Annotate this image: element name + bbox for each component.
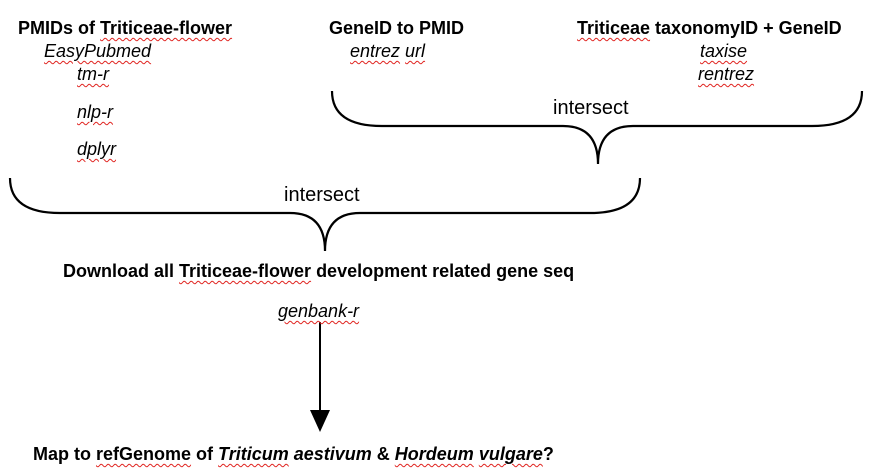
taxonomy-geneid-title: Triticeae taxonomyID + GeneID <box>577 19 842 37</box>
geneid-to-pmid-title: GeneID to PMID <box>329 18 465 38</box>
map-species-vulgare: vulgare <box>478 444 543 464</box>
download-taxon: Triticeae-flower <box>179 261 312 281</box>
tool-rentrez: rentrez <box>698 64 755 84</box>
tool-nlp-r: nlp-r <box>77 102 114 122</box>
map-genus-hordeum: Hordeum <box>394 444 474 464</box>
tool-dplyr: dplyr <box>77 139 117 159</box>
map-question-mark: ? <box>542 444 554 464</box>
tool-entrez: entrez <box>350 41 401 61</box>
taxonomy-title-taxon: Triticeae <box>577 18 651 38</box>
download-step: Download all Triticeae-flower developmen… <box>63 262 574 280</box>
pmids-title-taxon: Triticeae-flower <box>100 18 233 38</box>
tool-url: url <box>405 41 426 61</box>
lower-curly-brace <box>8 177 642 252</box>
map-species-aestivum: aestivum <box>293 444 372 464</box>
map-text-a: Map to <box>33 444 96 464</box>
download-text-a: Download all <box>63 261 180 281</box>
intersect-lower-label: intersect <box>284 184 360 206</box>
pmids-title-text: PMIDs of <box>18 18 101 38</box>
map-genus-triticum: Triticum <box>218 444 289 464</box>
map-text-and: & <box>371 444 395 464</box>
tool-taxise: taxise <box>700 41 748 61</box>
download-text-c: development related gene seq <box>311 261 575 281</box>
tool-entrez-url: entrez url <box>350 42 425 60</box>
map-text-of: of <box>191 444 219 464</box>
taxonomy-title-text: taxonomyID + GeneID <box>650 18 842 38</box>
tool-easypubmed: EasyPubmed <box>44 41 152 61</box>
map-step: Map to refGenome of Triticum aestivum & … <box>33 445 554 463</box>
arrow-head <box>310 410 330 432</box>
tool-tm-r: tm-r <box>77 64 109 84</box>
tool-genbank-r: genbank-r <box>278 301 360 321</box>
map-refgenome: refGenome <box>96 444 192 464</box>
pmids-title: PMIDs of Triticeae-flower <box>18 19 232 37</box>
upper-curly-brace <box>330 90 864 165</box>
intersect-upper-label: intersect <box>553 97 629 119</box>
